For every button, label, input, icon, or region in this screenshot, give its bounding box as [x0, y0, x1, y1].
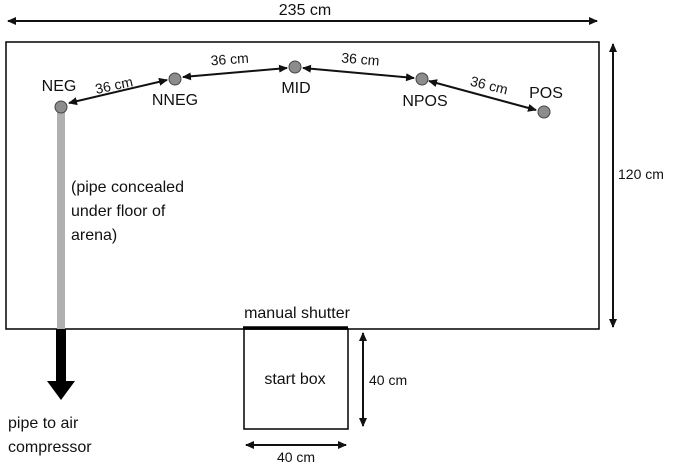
- compressor-label-line-1: pipe to air: [8, 415, 79, 432]
- arena-width-label: 235 cm: [279, 2, 331, 19]
- start-box-width-label: 40 cm: [277, 449, 315, 465]
- port-label-npos: NPOS: [402, 93, 447, 110]
- pipe-note-line-2: under floor of: [71, 203, 166, 220]
- spacing-label-neg-nneg: 36 cm: [94, 73, 135, 97]
- port-pos: [537, 105, 551, 119]
- start-box-label: start box: [264, 371, 325, 388]
- compressor-arrowhead: [47, 381, 75, 400]
- port-npos: [415, 72, 429, 86]
- start-box-height-label: 40 cm: [369, 372, 407, 388]
- port-label-nneg: NNEG: [152, 92, 198, 109]
- port-nneg: [168, 72, 182, 86]
- port-label-mid: MID: [281, 80, 310, 97]
- spacing-arrow-npos-pos: [428, 79, 537, 112]
- spacing-arrow-nneg-mid: [182, 64, 288, 81]
- compressor-pipe: [56, 329, 66, 381]
- compressor-label-line-2: compressor: [8, 439, 92, 456]
- start-box: [243, 328, 349, 430]
- port-neg: [54, 100, 68, 114]
- spacing-arrow-mid-npos: [302, 64, 415, 82]
- arena-height-label: 120 cm: [618, 166, 664, 182]
- spacing-arrow-neg-nneg: [68, 77, 168, 106]
- port-mid: [288, 60, 302, 74]
- pipe-note-line-1: (pipe concealed: [71, 179, 184, 196]
- spacing-label-nneg-mid: 36 cm: [210, 50, 249, 69]
- port-label-neg: NEG: [42, 78, 77, 95]
- spacing-label-mid-npos: 36 cm: [341, 49, 380, 68]
- shutter-label: manual shutter: [244, 305, 351, 322]
- port-label-pos: POS: [529, 85, 563, 102]
- pipe-note-line-3: arena): [71, 227, 117, 244]
